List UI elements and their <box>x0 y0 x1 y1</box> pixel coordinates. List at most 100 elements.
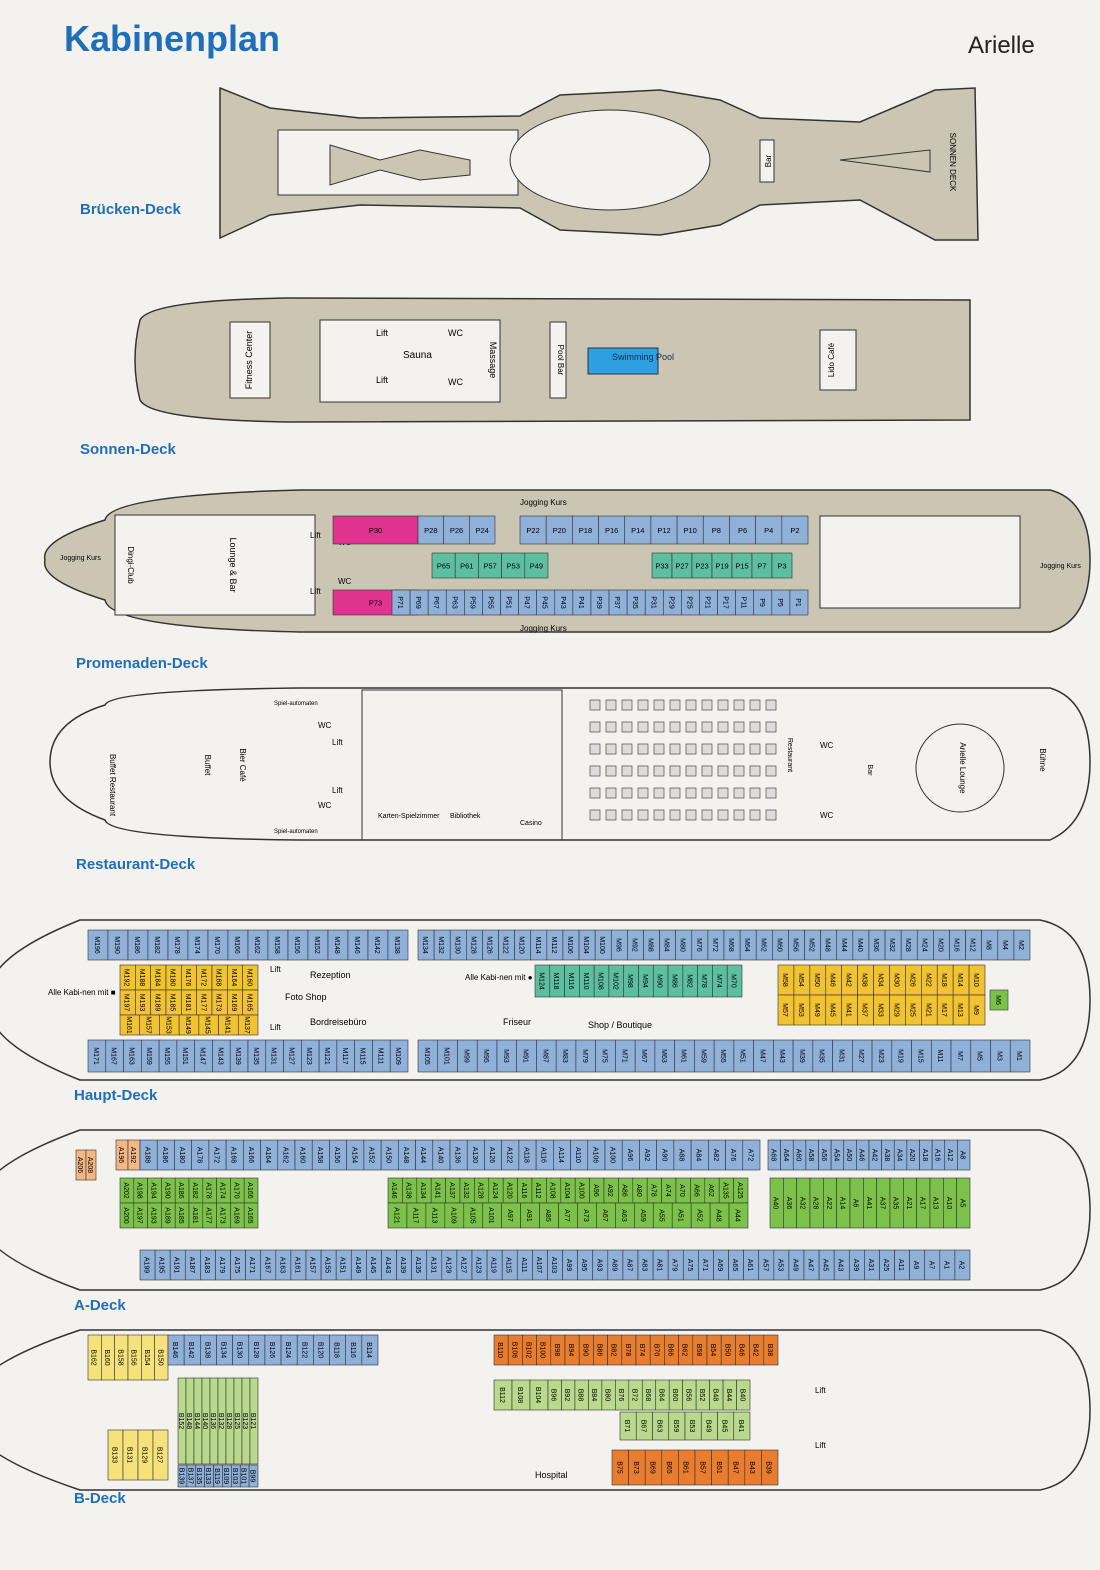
cabin-a63[interactable]: A63 <box>615 1202 635 1229</box>
cabin-p55[interactable]: P55 <box>482 589 501 616</box>
cabin-b70[interactable]: B70 <box>649 1334 665 1366</box>
cabin-a101[interactable]: A101 <box>482 1202 502 1229</box>
cabin-b116[interactable]: B116 <box>345 1334 363 1366</box>
cabin-m21[interactable]: M21 <box>921 994 938 1026</box>
cabin-b104[interactable]: B104 <box>529 1379 549 1411</box>
cabin-m170[interactable]: M170 <box>207 929 229 961</box>
cabin-a118[interactable]: A118 <box>518 1139 537 1171</box>
cabin-a18[interactable]: A18 <box>919 1139 933 1171</box>
cabin-a5[interactable]: A5 <box>956 1177 971 1229</box>
cabin-b47[interactable]: B47 <box>727 1449 746 1486</box>
cabin-m4[interactable]: M4 <box>997 929 1015 961</box>
cabin-a76[interactable]: A76 <box>725 1139 744 1171</box>
cabin-p4[interactable]: P4 <box>755 515 783 545</box>
cabin-a185[interactable]: A185 <box>174 1202 190 1229</box>
cabin-b61[interactable]: B61 <box>678 1449 696 1486</box>
cabin-m95[interactable]: M95 <box>476 1039 498 1073</box>
cabin-m68[interactable]: M68 <box>723 929 741 961</box>
cabin-b142[interactable]: B142 <box>183 1334 201 1366</box>
cabin-a122[interactable]: A122 <box>501 1139 520 1171</box>
cabin-m108[interactable]: M108 <box>593 964 610 998</box>
cabin-a180[interactable]: A180 <box>174 1139 192 1171</box>
cabin-a105[interactable]: A105 <box>463 1202 484 1229</box>
cabin-p43[interactable]: P43 <box>554 589 574 616</box>
cabin-m12[interactable]: M12 <box>965 929 982 961</box>
cabin-a61[interactable]: A61 <box>743 1249 760 1281</box>
cabin-a40[interactable]: A40 <box>769 1177 784 1229</box>
cabin-m167[interactable]: M167 <box>105 1039 124 1073</box>
cabin-a9[interactable]: A9 <box>909 1249 926 1281</box>
cabin-a96[interactable]: A96 <box>621 1139 640 1171</box>
cabin-p5[interactable]: P5 <box>771 589 791 616</box>
cabin-m120[interactable]: M120 <box>514 929 532 961</box>
cabin-m10[interactable]: M10 <box>968 964 986 996</box>
cabin-a174[interactable]: A174 <box>216 1177 231 1204</box>
cabin-p24[interactable]: P24 <box>469 515 496 545</box>
cabin-a13[interactable]: A13 <box>929 1177 944 1229</box>
cabin-a119[interactable]: A119 <box>486 1249 503 1281</box>
cabin-b146[interactable]: B146 <box>167 1334 185 1366</box>
cabin-m190[interactable]: M190 <box>107 929 129 961</box>
cabin-p15[interactable]: P15 <box>731 552 753 579</box>
cabin-m35[interactable]: M35 <box>812 1039 833 1073</box>
cabin-b96[interactable]: B96 <box>547 1379 562 1411</box>
cabin-m176[interactable]: M176 <box>181 964 197 991</box>
cabin-m17[interactable]: M17 <box>936 994 954 1026</box>
cabin-a69[interactable]: A69 <box>713 1249 729 1281</box>
cabin-a172[interactable]: A172 <box>208 1139 227 1171</box>
cabin-a117[interactable]: A117 <box>406 1202 427 1229</box>
cabin-m50[interactable]: M50 <box>809 964 827 996</box>
cabin-a191[interactable]: A191 <box>169 1249 186 1281</box>
cabin-a87[interactable]: A87 <box>622 1249 639 1281</box>
cabin-m45[interactable]: M45 <box>825 994 842 1026</box>
cabin-m93[interactable]: M93 <box>496 1039 518 1073</box>
cabin-p41[interactable]: P41 <box>572 589 592 616</box>
cabin-b65[interactable]: B65 <box>661 1449 679 1486</box>
cabin-p16[interactable]: P16 <box>598 515 626 545</box>
cabin-a135[interactable]: A135 <box>411 1249 428 1281</box>
cabin-m186[interactable]: M186 <box>127 929 149 961</box>
cabin-m139[interactable]: M139 <box>229 1039 249 1073</box>
cabin-b42[interactable]: B42 <box>749 1334 765 1366</box>
cabin-b133[interactable]: B133 <box>107 1429 124 1481</box>
cabin-a107[interactable]: A107 <box>532 1249 548 1281</box>
cabin-p28[interactable]: P28 <box>417 515 444 545</box>
cabin-a51[interactable]: A51 <box>671 1202 692 1229</box>
cabin-m40[interactable]: M40 <box>852 929 870 961</box>
cabin-p14[interactable]: P14 <box>624 515 652 545</box>
cabin-a111[interactable]: A111 <box>516 1249 533 1281</box>
cabin-a148[interactable]: A148 <box>398 1139 416 1171</box>
cabin-a171[interactable]: A171 <box>245 1249 262 1281</box>
cabin-b118[interactable]: B118 <box>329 1334 346 1366</box>
cabin-a68[interactable]: A68 <box>767 1139 781 1171</box>
cabin-a85[interactable]: A85 <box>539 1202 559 1229</box>
cabin-m54[interactable]: M54 <box>793 964 811 996</box>
cabin-b152[interactable]: B152 <box>177 1377 187 1465</box>
cabin-a170[interactable]: A170 <box>230 1177 245 1204</box>
cabin-m152[interactable]: M152 <box>307 929 329 961</box>
cabin-a53[interactable]: A53 <box>773 1249 790 1281</box>
cabin-a127[interactable]: A127 <box>456 1249 473 1281</box>
cabin-m127[interactable]: M127 <box>283 1039 302 1073</box>
cabin-a71[interactable]: A71 <box>698 1249 714 1281</box>
cabin-m42[interactable]: M42 <box>841 964 858 996</box>
cabin-m192[interactable]: M192 <box>119 964 136 991</box>
cabin-m53[interactable]: M53 <box>793 994 811 1026</box>
cabin-a178[interactable]: A178 <box>202 1177 217 1204</box>
cabin-a66[interactable]: A66 <box>690 1177 706 1204</box>
cabin-a190[interactable]: A190 <box>161 1177 176 1204</box>
cabin-m148[interactable]: M148 <box>327 929 349 961</box>
cabin-p3[interactable]: P3 <box>771 552 793 579</box>
cabin-a60[interactable]: A60 <box>792 1139 807 1171</box>
cabin-a103[interactable]: A103 <box>547 1249 563 1281</box>
cabin-m155[interactable]: M155 <box>158 1039 178 1073</box>
cabin-a116[interactable]: A116 <box>535 1139 554 1171</box>
cabin-a164[interactable]: A164 <box>260 1139 279 1171</box>
cabin-a161[interactable]: A161 <box>290 1249 307 1281</box>
cabin-m160[interactable]: M160 <box>242 964 259 991</box>
cabin-a62[interactable]: A62 <box>704 1177 720 1204</box>
cabin-b134[interactable]: B134 <box>216 1334 233 1366</box>
cabin-p63[interactable]: P63 <box>445 589 465 616</box>
cabin-m37[interactable]: M37 <box>857 994 874 1026</box>
cabin-b138[interactable]: B138 <box>200 1334 217 1366</box>
